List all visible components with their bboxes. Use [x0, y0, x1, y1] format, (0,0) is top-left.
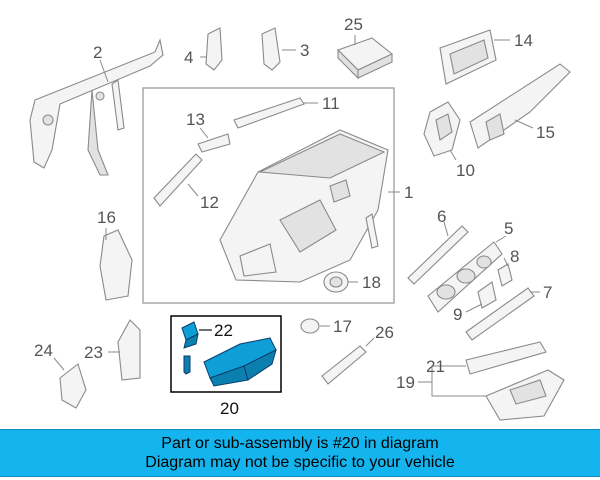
banner-line-1: Part or sub-assembly is #20 in diagram — [161, 435, 439, 452]
part-1-instrument-panel — [219, 129, 400, 283]
callout-25[interactable]: 25 — [344, 15, 363, 34]
callout-4[interactable]: 4 — [184, 48, 193, 67]
part-4-bracket — [200, 27, 223, 71]
callout-26[interactable]: 26 — [375, 323, 394, 342]
callout-6[interactable]: 6 — [437, 207, 446, 226]
callout-20[interactable]: 20 — [220, 399, 239, 418]
callout-10[interactable]: 10 — [456, 161, 475, 180]
part-1-screw — [365, 213, 379, 249]
callout-1[interactable]: 1 — [404, 183, 413, 202]
part-5-cluster-bezel — [427, 235, 507, 313]
info-banner: Part or sub-assembly is #20 in diagram D… — [0, 429, 600, 477]
banner-line-2: Diagram may not be specific to your vehi… — [145, 454, 455, 471]
dashboard-assembly-box — [142, 87, 395, 304]
part-22-clip — [181, 321, 212, 375]
callout-9[interactable]: 9 — [453, 305, 462, 324]
callout-7[interactable]: 7 — [543, 283, 552, 302]
parts-diagram: 2 4 3 25 14 15 10 11 — [29, 15, 571, 421]
part-19-duct-assembly — [418, 365, 565, 421]
callout-21[interactable]: 21 — [426, 357, 445, 376]
callout-13[interactable]: 13 — [186, 110, 205, 129]
callout-16[interactable]: 16 — [97, 208, 116, 227]
callout-2[interactable]: 2 — [93, 43, 102, 62]
part-2-crossmember — [29, 38, 164, 176]
callout-23[interactable]: 23 — [84, 343, 103, 362]
callout-15[interactable]: 15 — [536, 123, 555, 142]
part-18-vent — [323, 271, 358, 293]
part-10-vent — [423, 101, 461, 161]
part-3-bracket — [261, 27, 296, 71]
part-25-module — [336, 35, 394, 80]
part-17-plug — [300, 318, 330, 334]
callout-8[interactable]: 8 — [510, 247, 519, 266]
callout-3[interactable]: 3 — [300, 41, 309, 60]
callout-22[interactable]: 22 — [214, 321, 233, 340]
part-15-trim-panel — [469, 63, 571, 149]
part-13-clip — [197, 127, 231, 153]
callout-19[interactable]: 19 — [396, 373, 415, 392]
callout-24[interactable]: 24 — [34, 341, 53, 360]
part-14-trim-frame — [439, 29, 510, 85]
part-23-duct — [108, 319, 141, 381]
part-21-duct — [448, 341, 547, 375]
part-8-bracket — [497, 257, 513, 287]
part-26-bracket — [321, 337, 375, 385]
callout-11[interactable]: 11 — [322, 94, 340, 113]
part-16-side-panel — [99, 228, 133, 301]
part-9-bracket — [465, 281, 497, 313]
callout-5[interactable]: 5 — [504, 219, 513, 238]
part-12-side-trim — [153, 153, 203, 207]
part-20-glove-box-bracket — [203, 337, 277, 387]
callout-12[interactable]: 12 — [200, 193, 219, 212]
part-7-trim-strip — [465, 287, 540, 341]
callout-14[interactable]: 14 — [514, 31, 533, 50]
part-11-top-trim — [233, 97, 318, 129]
part-6-trim-strip — [407, 221, 469, 285]
callout-18[interactable]: 18 — [362, 273, 381, 292]
part-24-duct — [53, 357, 87, 409]
callout-17[interactable]: 17 — [333, 317, 352, 336]
part-20-highlight-box — [170, 315, 282, 393]
